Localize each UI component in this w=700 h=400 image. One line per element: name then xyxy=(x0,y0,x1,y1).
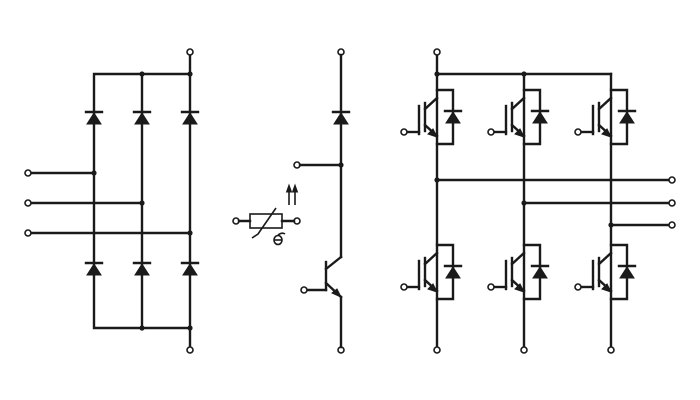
ntc-thermistor xyxy=(232,183,301,246)
igbt-cell-high-1 xyxy=(400,88,463,146)
igbt-icon xyxy=(492,251,526,293)
dc-minus-terminal xyxy=(186,346,194,354)
diode-icon xyxy=(180,261,200,276)
inverter-bridge xyxy=(400,48,676,354)
diode-icon xyxy=(443,264,463,279)
output-terminal-v xyxy=(668,199,676,207)
gate-terminal xyxy=(574,283,582,291)
ac-input-terminal-2 xyxy=(24,199,32,207)
gate-terminal xyxy=(400,128,408,136)
diode-icon xyxy=(530,264,550,279)
rectifier-bridge xyxy=(24,48,200,354)
igbt-cell-low-3 xyxy=(574,243,637,301)
igbt-cell-high-3 xyxy=(574,88,637,146)
output-terminal-u xyxy=(668,176,676,184)
ac-input-terminal-3 xyxy=(24,229,32,237)
brake-chopper xyxy=(293,48,351,354)
gate-terminal xyxy=(487,128,495,136)
inverter-dc-minus-terminal-2 xyxy=(520,346,528,354)
diode-icon xyxy=(84,261,104,276)
heat-arrows-icon xyxy=(285,183,299,205)
dc-plus-terminal xyxy=(186,48,194,56)
diode-icon xyxy=(132,261,152,276)
diode-icon xyxy=(180,110,200,125)
igbt-icon xyxy=(579,96,613,138)
inverter-dc-plus-terminal xyxy=(433,48,441,56)
thermistor-body xyxy=(249,213,283,229)
igbt-cell-high-2 xyxy=(487,88,550,146)
output-terminal-w xyxy=(668,221,676,229)
gate-terminal xyxy=(574,128,582,136)
diode-icon xyxy=(84,110,104,125)
igbt-cell-low-1 xyxy=(400,243,463,301)
theta-icon xyxy=(273,232,286,246)
inverter-dc-minus-terminal-3 xyxy=(607,346,615,354)
inverter-dc-minus-terminal-1 xyxy=(433,346,441,354)
brake-transistor-gate-terminal xyxy=(300,286,308,294)
diode-icon xyxy=(443,109,463,124)
igbt-icon xyxy=(405,251,439,293)
ac-input-terminal-1 xyxy=(24,169,32,177)
igbt-cell-low-2 xyxy=(487,243,550,301)
igbt-icon xyxy=(492,96,526,138)
diode-icon xyxy=(617,109,637,124)
diode-icon xyxy=(530,109,550,124)
brake-transistor-icon xyxy=(304,255,343,299)
igbt-icon xyxy=(405,96,439,138)
diode-icon xyxy=(331,110,351,125)
gate-terminal xyxy=(400,283,408,291)
gate-terminal xyxy=(487,283,495,291)
diode-icon xyxy=(617,264,637,279)
diode-icon xyxy=(132,110,152,125)
igbt-icon xyxy=(579,251,613,293)
